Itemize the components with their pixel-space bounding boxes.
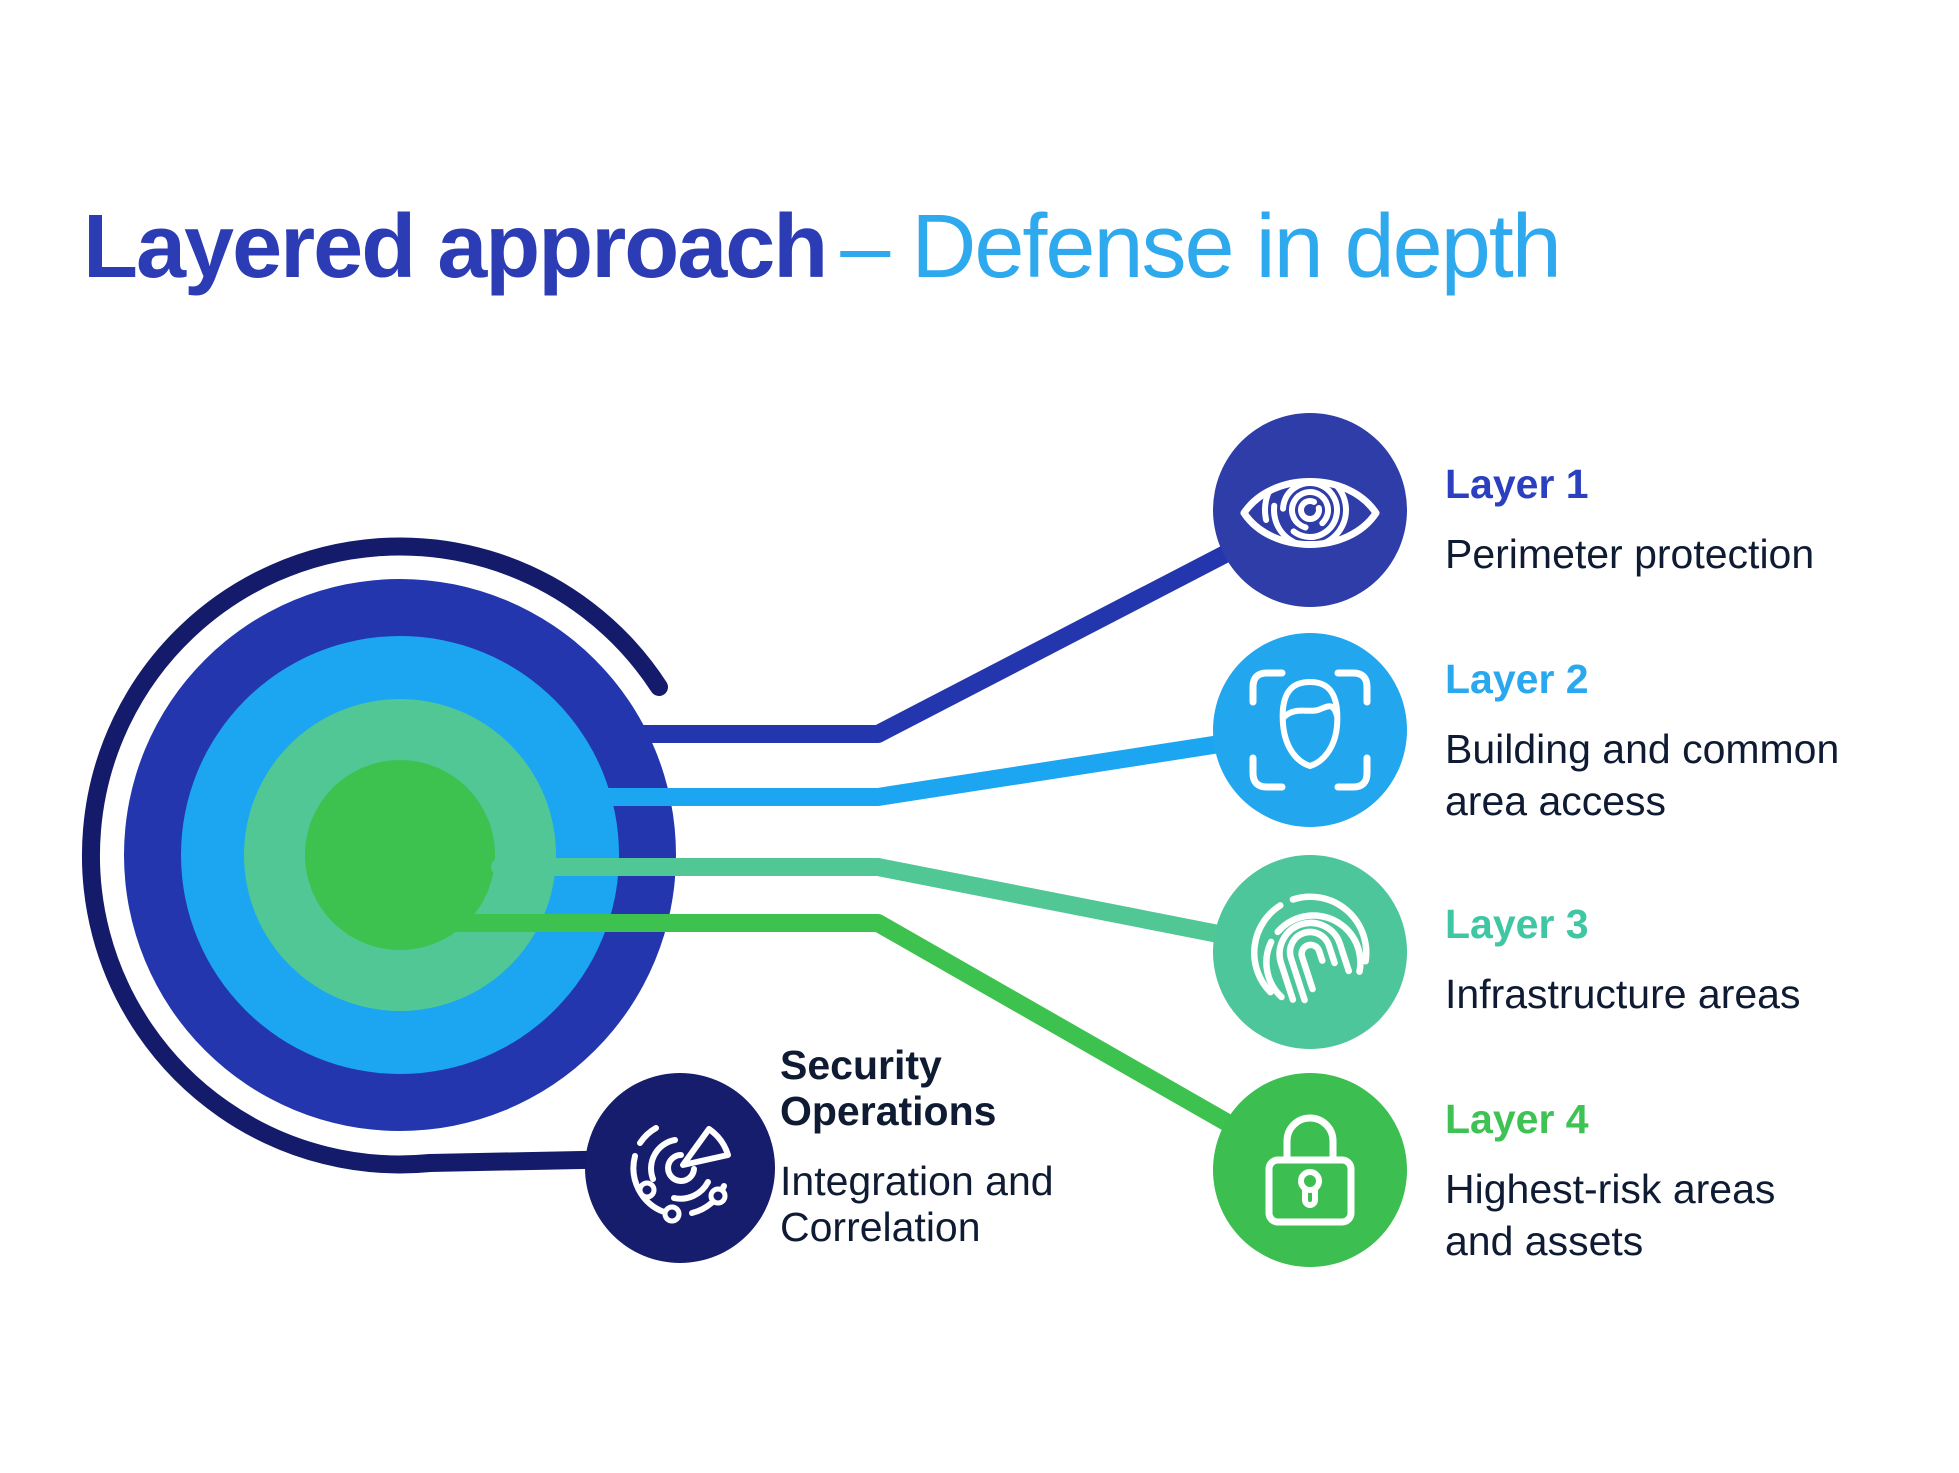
title-sub: – Defense in depth [840,197,1562,297]
security-operations-description: Integration and Correlation [780,1158,1260,1250]
connector-line-layer1 [591,501,1319,743]
padlock-icon [1265,1114,1355,1226]
security-operations-title: Security Operations [780,1042,1260,1134]
layer1-name: Layer 1 [1445,461,1589,507]
security-operations-label-block: Security Operations Integration and Corr… [780,1042,1260,1250]
page-title: Layered approach– Defense in depth [83,197,1562,297]
connector-line-layer2 [551,721,1319,806]
layer3-description: Infrastructure areas [1445,968,1959,1020]
layer3-label-block: Layer 3 Infrastructure areas [1445,902,1959,1020]
outer-ring-arc [82,537,689,1174]
layer3-name: Layer 3 [1445,901,1589,947]
fingerprint-icon [1250,893,1370,1004]
layer4-label-block: Layer 4 Highest-risk areas and assets [1445,1097,1959,1267]
eye-icon [1240,478,1380,548]
face-scan-icon [1249,669,1371,791]
security-operations-title-line2: Operations [780,1088,997,1134]
ring-layer4-core [305,760,495,950]
layer3-node-circle [1213,855,1407,1049]
layer2-node-circle [1213,633,1407,827]
layer4-name: Layer 4 [1445,1096,1589,1142]
security-operations-title-line1: Security [780,1042,942,1088]
layer1-description: Perimeter protection [1445,528,1959,580]
connector-line-layer4 [411,914,1319,1179]
secops-node-circle [585,1073,775,1263]
layer2-description: Building and common area access [1445,723,1959,827]
layer2-label-block: Layer 2 Building and common area access [1445,657,1959,827]
layer4-description: Highest-risk areas and assets [1445,1163,1959,1267]
layer1-label-block: Layer 1 Perimeter protection [1445,462,1959,580]
layer2-description-line1: Building and common [1445,726,1840,772]
security-operations-description-line2: Correlation [780,1204,981,1250]
layer1-node-circle [1213,413,1407,607]
layer4-description-line2: and assets [1445,1218,1644,1264]
security-operations-description-line1: Integration and [780,1158,1054,1204]
radar-icon [630,1125,731,1224]
layer2-name: Layer 2 [1445,656,1589,702]
layer3-description-line1: Infrastructure areas [1445,971,1801,1017]
layer4-description-line1: Highest-risk areas [1445,1166,1776,1212]
layer1-description-line1: Perimeter protection [1445,531,1815,577]
layer2-description-line2: area access [1445,778,1667,824]
connector-line-layer3 [491,858,1319,961]
title-main: Layered approach [83,197,828,297]
